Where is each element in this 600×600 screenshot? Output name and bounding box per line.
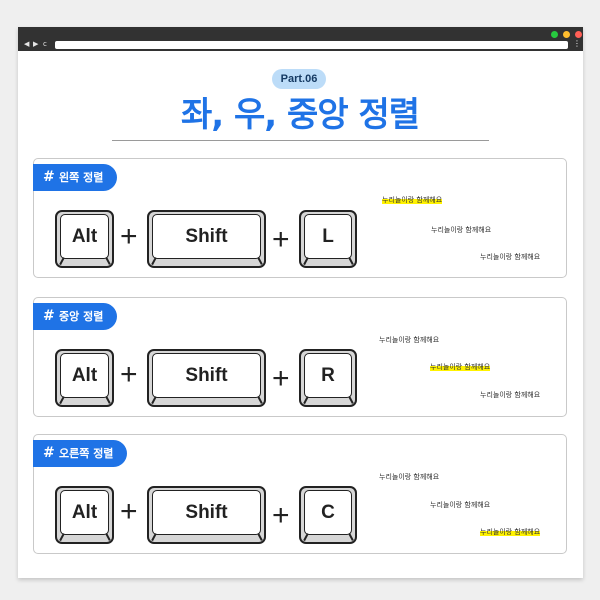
address-bar[interactable] [55, 41, 568, 49]
key-label: Alt [71, 225, 98, 247]
hash-icon: # [43, 169, 55, 185]
section-label-pill: # 오른쪽 정렬 [33, 440, 128, 467]
back-arrow-icon[interactable]: ◀ [24, 40, 30, 48]
key-label: Shift [185, 364, 228, 386]
sample-text-highlighted: 누리놀이랑 함께해요 [480, 528, 541, 537]
key-label: Alt [71, 364, 98, 386]
section-label-pill: # 왼쪽 정렬 [33, 164, 118, 191]
key-alt: Alt [55, 486, 114, 544]
plus-sign: + [120, 495, 138, 528]
close-button[interactable] [575, 31, 582, 38]
plus-sign: + [272, 499, 290, 532]
title-divider [112, 140, 489, 141]
hash-icon: # [43, 308, 55, 324]
sample-text: 누리놀이랑 함께해요 [430, 501, 491, 509]
key-letter: L [299, 210, 357, 268]
key-shift: Shift [147, 486, 266, 544]
menu-kebab-icon[interactable]: ⋮ [573, 39, 581, 48]
key-shift: Shift [147, 210, 266, 268]
key-label: R [321, 364, 335, 386]
sample-text: 누리놀이랑 함께해요 [379, 336, 440, 344]
section-card-center: # 중앙 정렬 Alt + Shift + R 누리놀이랑 함께해요 누리놀이랑 … [33, 297, 567, 417]
sample-text: 누리놀이랑 함께해요 [480, 253, 541, 261]
plus-sign: + [272, 223, 290, 256]
key-label: Shift [185, 225, 228, 247]
plus-sign: + [272, 362, 290, 395]
sample-text: 누리놀이랑 함께해요 [431, 226, 492, 234]
key-alt: Alt [55, 210, 114, 268]
maximize-button[interactable] [551, 31, 558, 38]
browser-titlebar: ◀ ▶ c ⋮ [18, 27, 583, 51]
key-label: Shift [185, 501, 228, 523]
reload-icon[interactable]: c [43, 40, 47, 48]
key-letter: C [299, 486, 357, 544]
key-alt: Alt [55, 349, 114, 407]
section-label: 중앙 정렬 [59, 310, 104, 323]
key-label: Alt [71, 501, 98, 523]
sample-text: 누리놀이랑 함께해요 [480, 391, 541, 399]
key-label: C [321, 501, 335, 523]
plus-sign: + [120, 358, 138, 391]
key-letter: R [299, 349, 357, 407]
key-label: L [322, 225, 334, 247]
section-label: 오른쪽 정렬 [59, 447, 114, 460]
part-badge: Part.06 [272, 69, 326, 89]
section-card-left: # 왼쪽 정렬 Alt + Shift + L 누리놀이랑 함께해요 누리놀이랑 … [33, 158, 567, 278]
sample-text-highlighted: 누리놀이랑 함께해요 [430, 363, 491, 372]
minimize-button[interactable] [563, 31, 570, 38]
section-label: 왼쪽 정렬 [59, 171, 104, 184]
key-shift: Shift [147, 349, 266, 407]
section-card-right: # 오른쪽 정렬 Alt + Shift + C 누리놀이랑 함께해요 누리놀이랑… [33, 434, 567, 554]
page-title: 좌, 우, 중앙 정렬 [180, 95, 420, 135]
forward-arrow-icon[interactable]: ▶ [33, 40, 39, 48]
sample-text-highlighted: 누리놀이랑 함께해요 [382, 196, 443, 205]
plus-sign: + [120, 220, 138, 253]
section-label-pill: # 중앙 정렬 [33, 303, 118, 330]
sample-text: 누리놀이랑 함께해요 [379, 473, 440, 481]
hash-icon: # [43, 445, 55, 461]
